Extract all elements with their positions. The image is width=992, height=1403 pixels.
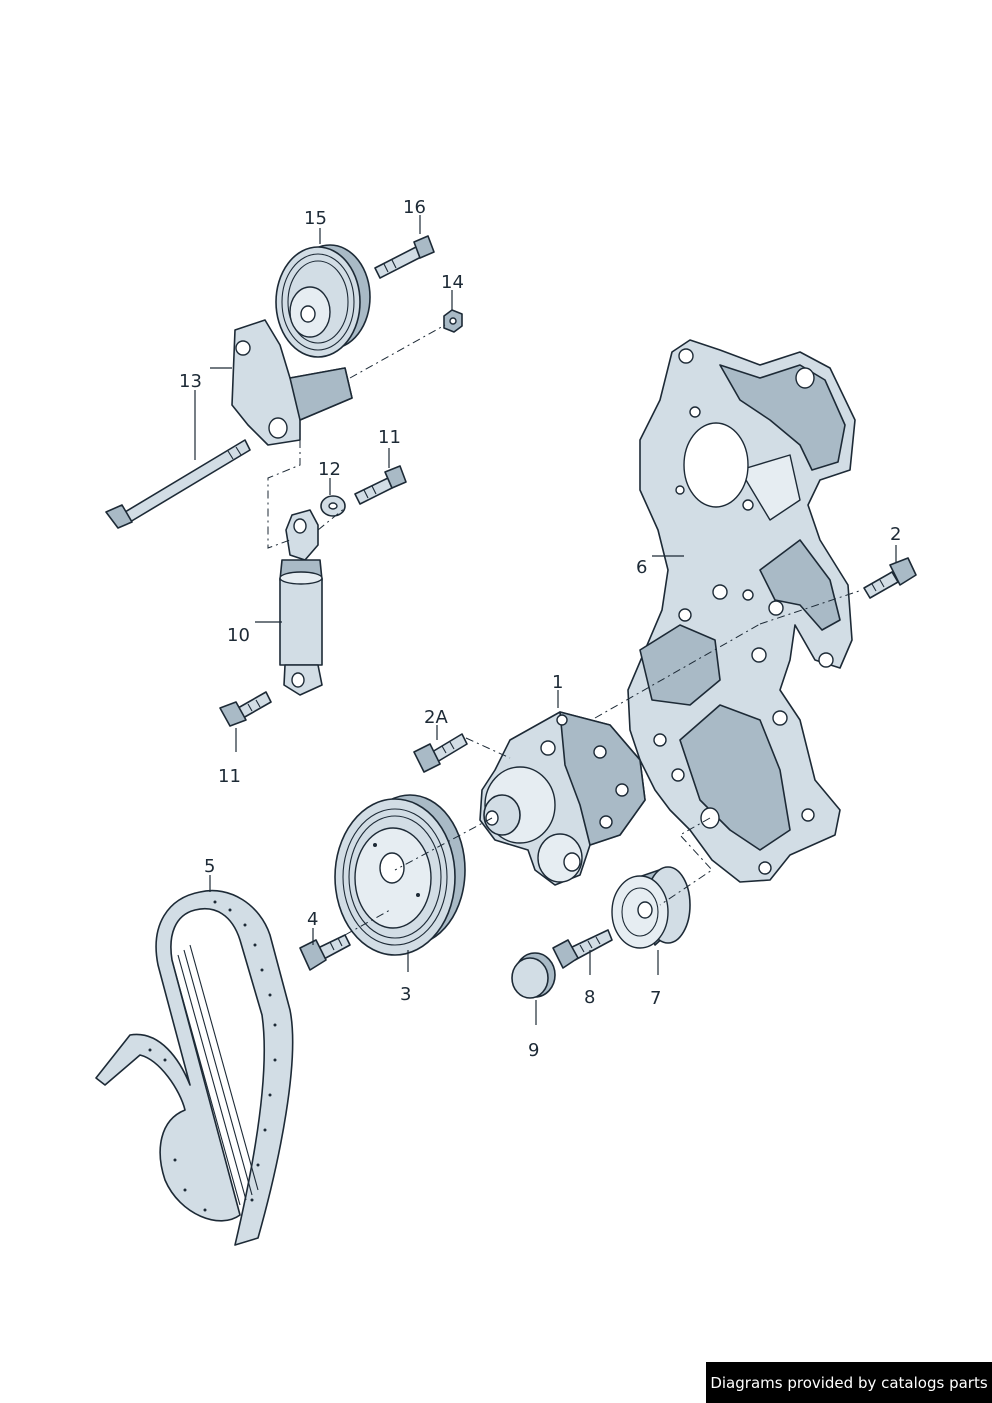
nut-part-14 [443,309,463,333]
roller-part-7 [611,866,691,949]
bolt-part-8 [552,929,613,969]
callout-8: 8 [584,987,595,1008]
callout-14: 14 [441,272,464,293]
callout-3: 3 [400,984,411,1005]
callout-11-upper: 11 [378,427,401,448]
callout-6: 6 [636,557,647,578]
mounting-bracket-part-6 [627,339,856,883]
callout-16: 16 [403,197,426,218]
bolt-part-16 [374,235,435,279]
bolt-part-11-upper [354,465,407,505]
ribbed-belt-part-5 [95,889,294,1246]
bolt-part-2a [413,733,468,773]
callout-7: 7 [650,988,661,1009]
bolt-part-2 [863,557,917,599]
pulley-part-3 [334,794,466,956]
tensioner-arm [231,319,353,446]
leader-lines [194,215,897,1025]
washer-part-12 [320,495,346,517]
pump-part-1 [479,711,646,886]
callout-2a: 2A [424,707,448,728]
bolt-part-4 [299,934,351,971]
callout-9: 9 [528,1040,539,1061]
damper-part-10 [279,509,323,696]
callout-12: 12 [318,459,341,480]
callouts: 1 2 2A 3 4 5 6 7 8 9 10 11 11 12 13 14 1… [179,197,901,1061]
callout-10: 10 [227,625,250,646]
callout-15: 15 [304,208,327,229]
tensioner-pulley-part-15 [275,244,371,358]
long-bolt-part-13 [105,439,251,529]
callout-4: 4 [307,909,318,930]
bolt-part-11-lower [219,691,272,727]
callout-13: 13 [179,371,202,392]
credit-banner: Diagrams provided by catalogs parts [706,1362,992,1403]
callout-11-lower: 11 [218,766,241,787]
callout-2: 2 [890,524,901,545]
callout-5: 5 [204,856,215,877]
alignment-lines [267,324,863,936]
cap-part-9 [511,952,556,999]
callout-1: 1 [552,672,563,693]
